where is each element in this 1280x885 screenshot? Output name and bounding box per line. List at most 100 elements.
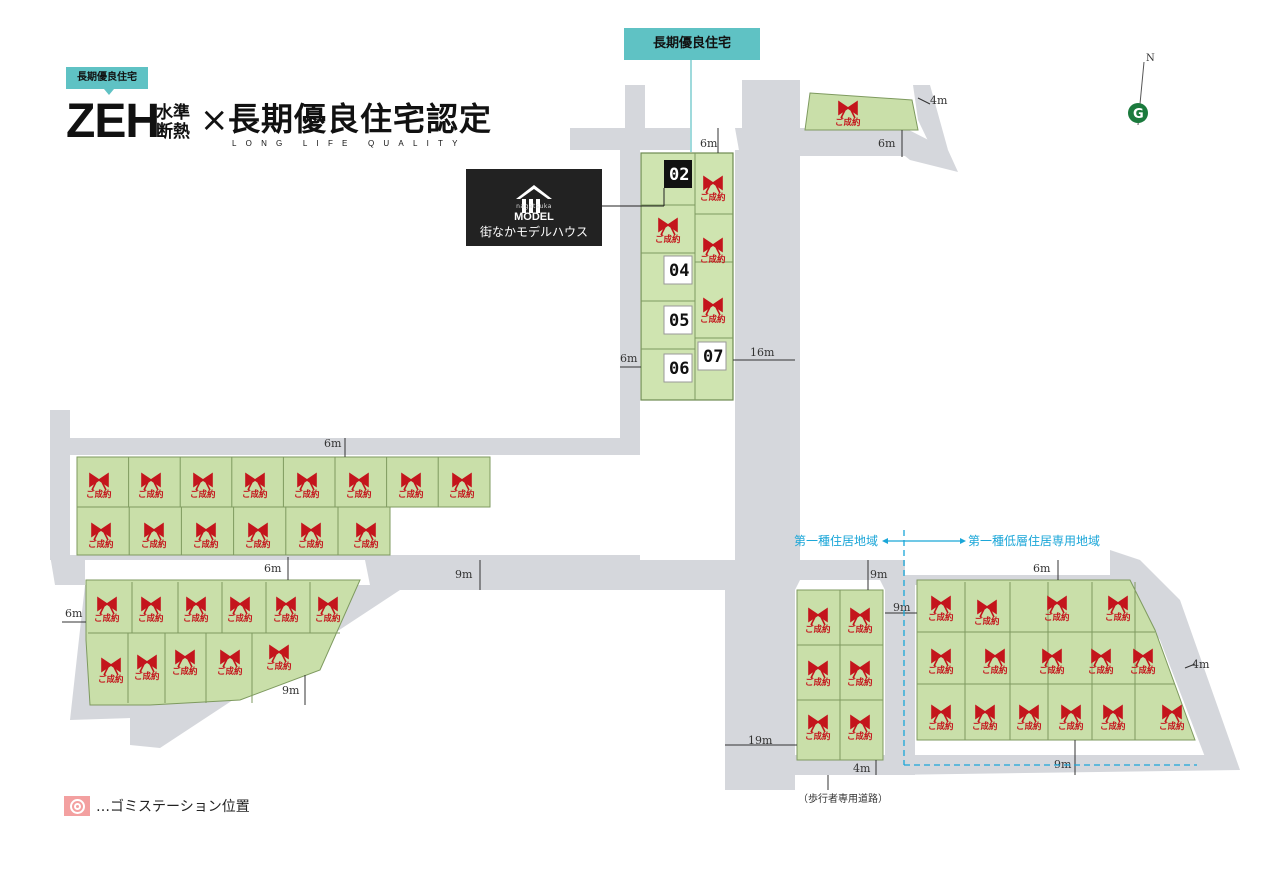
sold-label: ご成約 bbox=[346, 489, 372, 500]
ribbon-icon bbox=[276, 596, 296, 615]
model-word: MODEL bbox=[514, 211, 554, 223]
sold-mark: ご成約 bbox=[1044, 595, 1070, 623]
sold-label: ご成約 bbox=[298, 539, 324, 550]
sold-mark: ご成約 bbox=[353, 522, 379, 550]
sold-mark: ご成約 bbox=[700, 175, 726, 203]
dim-mid-9m: 9m bbox=[455, 568, 473, 581]
sold-label: ご成約 bbox=[172, 666, 198, 677]
sold-label: ご成約 bbox=[273, 613, 299, 624]
sold-mark: ご成約 bbox=[193, 522, 219, 550]
dim-se-9m-b: 9m bbox=[893, 601, 911, 614]
dim-top-6m: 6m bbox=[700, 137, 718, 150]
sold-mark: ご成約 bbox=[928, 595, 954, 623]
sold-mark: ご成約 bbox=[245, 522, 271, 550]
sold-mark: ご成約 bbox=[273, 596, 299, 624]
sold-label: ご成約 bbox=[928, 721, 954, 732]
model-house-card[interactable]: nagatsuka MODEL 街なかモデルハウス bbox=[466, 169, 602, 246]
sold-label: ご成約 bbox=[227, 613, 253, 624]
sold-mark: ご成約 bbox=[972, 704, 998, 732]
sold-label: ご成約 bbox=[847, 731, 873, 742]
sold-mark: ご成約 bbox=[974, 599, 1000, 627]
sold-label: ご成約 bbox=[86, 489, 112, 500]
sold-mark: ご成約 bbox=[398, 472, 424, 500]
sold-mark: ご成約 bbox=[847, 714, 873, 742]
sold-mark: ご成約 bbox=[294, 472, 320, 500]
sold-label: ご成約 bbox=[805, 624, 831, 635]
lot-04-number: 04 bbox=[669, 261, 689, 281]
dim-left-6m: 6m bbox=[620, 352, 638, 365]
ribbon-icon bbox=[1162, 704, 1182, 723]
lot-05-tile bbox=[663, 305, 693, 335]
sold-mark: ご成約 bbox=[700, 237, 726, 265]
lot-07-tile bbox=[697, 341, 727, 371]
sold-mark: ご成約 bbox=[242, 472, 268, 500]
sold-mark: ご成約 bbox=[928, 704, 954, 732]
garbage-station-icon bbox=[64, 796, 90, 816]
ribbon-icon bbox=[703, 297, 723, 316]
ribbon-icon bbox=[89, 472, 109, 491]
dim-top-6m-2: 6m bbox=[878, 137, 896, 150]
zeh-badge: 長期優良住宅 bbox=[66, 67, 148, 95]
ribbon-icon bbox=[297, 472, 317, 491]
sold-label: ご成約 bbox=[242, 489, 268, 500]
ribbon-icon bbox=[245, 472, 265, 491]
sold-mark: ご成約 bbox=[88, 522, 114, 550]
sold-label: ご成約 bbox=[700, 192, 726, 203]
ribbon-icon bbox=[248, 522, 268, 541]
lot-04-tile bbox=[663, 255, 693, 285]
sold-mark: ご成約 bbox=[98, 657, 124, 685]
ribbon-icon bbox=[220, 649, 240, 668]
ribbon-icon bbox=[452, 472, 472, 491]
ribbon-icon bbox=[977, 599, 997, 618]
ribbon-icon bbox=[931, 704, 951, 723]
lot-02-tile bbox=[664, 160, 692, 188]
compass: N G bbox=[1128, 53, 1155, 126]
sold-mark: ご成約 bbox=[835, 100, 861, 128]
ribbon-icon bbox=[658, 217, 678, 236]
pedestrian-label: （歩行者専用道路） bbox=[798, 792, 888, 805]
dim-se-4m: 4m bbox=[1192, 658, 1210, 671]
certification-title: 長期優良住宅認定 bbox=[228, 100, 493, 138]
sold-label: ご成約 bbox=[1100, 721, 1126, 732]
dim-se-9m-a: 9m bbox=[870, 568, 888, 581]
sold-mark: ご成約 bbox=[655, 217, 681, 245]
sold-label: ご成約 bbox=[266, 661, 292, 672]
zone-right-label: 第一種低層住居専用地域 bbox=[968, 534, 1100, 548]
ribbon-icon bbox=[301, 522, 321, 541]
sold-mark: ご成約 bbox=[1039, 648, 1065, 676]
house-icon bbox=[516, 185, 552, 213]
dim-mid-lower-6m: 6m bbox=[264, 562, 282, 575]
sold-label: ご成約 bbox=[98, 674, 124, 685]
ribbon-icon bbox=[808, 607, 828, 626]
lot-06-tile bbox=[663, 353, 693, 383]
ribbon-icon bbox=[1042, 648, 1062, 667]
sold-mark: ご成約 bbox=[134, 654, 160, 682]
ribbon-icon bbox=[1103, 704, 1123, 723]
sold-marks: ご成約ご成約ご成約ご成約ご成約ご成約ご成約ご成約ご成約ご成約ご成約ご成約ご成約ご… bbox=[86, 100, 1185, 742]
ribbon-icon bbox=[230, 596, 250, 615]
lot-05-number: 05 bbox=[669, 311, 689, 331]
ribbon-icon bbox=[349, 472, 369, 491]
sold-mark: ご成約 bbox=[138, 596, 164, 624]
sold-mark: ご成約 bbox=[141, 522, 167, 550]
sold-label: ご成約 bbox=[353, 539, 379, 550]
ribbon-icon bbox=[101, 657, 121, 676]
ribbon-icon bbox=[1019, 704, 1039, 723]
sold-label: ご成約 bbox=[1044, 612, 1070, 623]
sold-label: ご成約 bbox=[245, 539, 271, 550]
sold-label: ご成約 bbox=[1016, 721, 1042, 732]
dimensions: 6m 6m 4m 6m 16m 6m 6m 9m 6m 9m 19m 9m 9m… bbox=[62, 94, 1210, 805]
sold-label: ご成約 bbox=[134, 671, 160, 682]
long-life-tag: 長期優良住宅 bbox=[624, 28, 760, 60]
sold-label: ご成約 bbox=[805, 677, 831, 688]
ribbon-icon bbox=[137, 654, 157, 673]
sold-mark: ご成約 bbox=[805, 607, 831, 635]
sold-label: ご成約 bbox=[449, 489, 475, 500]
times-sign: × bbox=[200, 100, 229, 140]
dim-se-9m-bottom: 9m bbox=[1054, 758, 1072, 771]
ribbon-icon bbox=[318, 596, 338, 615]
legend-text: …ゴミステーション位置 bbox=[96, 799, 250, 815]
ribbon-icon bbox=[1133, 648, 1153, 667]
ribbon-icon bbox=[850, 607, 870, 626]
sold-mark: ご成約 bbox=[183, 596, 209, 624]
